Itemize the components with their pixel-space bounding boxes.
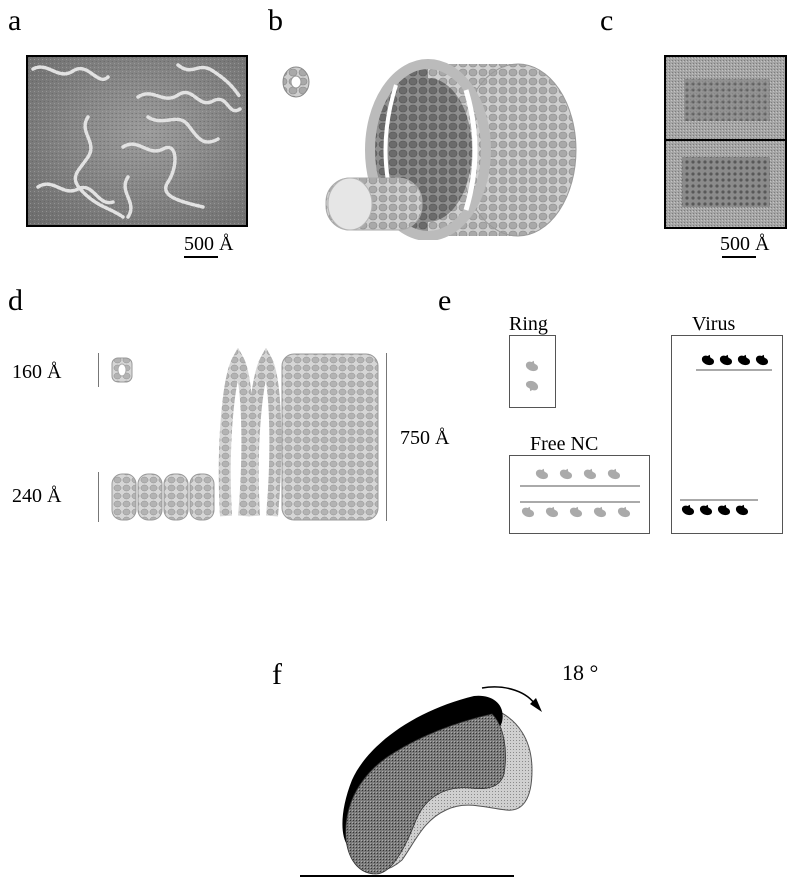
- free-nc-subunits-bottom: [521, 506, 631, 518]
- panel-f-figure: [300, 686, 542, 877]
- micrograph-c-top: [664, 55, 787, 145]
- micrograph-c-bottom: [664, 139, 787, 229]
- scalebar-a-line: [184, 256, 218, 258]
- panel-label-c: c: [600, 4, 614, 37]
- virus-box: [671, 335, 783, 534]
- panel-label-b: b: [268, 4, 283, 37]
- scalebar-c-line: [722, 256, 756, 258]
- ring-box: [509, 335, 556, 408]
- ring-subunits: [525, 360, 539, 392]
- scalebar-c: 500 Å: [720, 234, 769, 254]
- rotation-angle-label: 18 °: [562, 660, 599, 685]
- micrograph-a: [26, 55, 248, 227]
- dimension-bracket-750: [386, 353, 393, 521]
- helix-narrow-turns: [111, 473, 215, 521]
- helix-transition-turns: [218, 348, 282, 517]
- dimension-label-160: 160 Å: [12, 361, 62, 383]
- free-nc-box: [509, 455, 650, 534]
- virus-subunits-top: [701, 354, 769, 366]
- rotation-arrowhead-icon: [530, 698, 542, 712]
- scalebar-c-number: 500: [720, 233, 750, 255]
- dimension-bracket-160: [92, 353, 99, 387]
- helix-cylinder-full: [281, 353, 379, 521]
- box-label-virus: Virus: [692, 313, 736, 335]
- panel-b-figure: [282, 59, 577, 240]
- panel-label-d: d: [8, 284, 23, 317]
- dimension-label-750: 750 Å: [400, 427, 450, 449]
- micrograph-a-image: [28, 57, 246, 225]
- single-ring-model: [282, 66, 310, 98]
- panel-label-a: a: [8, 4, 22, 37]
- box-label-free-nc: Free NC: [530, 433, 599, 455]
- scalebar-a-number: 500: [184, 233, 214, 255]
- micrograph-c-bottom-image: [666, 141, 785, 227]
- panel-label-f: f: [272, 658, 282, 691]
- virus-subunits-bottom: [681, 504, 749, 516]
- box-label-ring: Ring: [509, 313, 548, 335]
- subunit-mid: [345, 713, 506, 875]
- micrograph-c-top-image: [666, 57, 785, 143]
- scalebar-a: 500 Å: [184, 234, 233, 254]
- panel-e-figure: [520, 354, 772, 518]
- scalebar-c-unit: Å: [750, 233, 770, 255]
- panel-d-figure: [111, 348, 379, 521]
- free-nc-subunits-top: [535, 468, 621, 480]
- dimension-label-240: 240 Å: [12, 485, 62, 507]
- dimension-bracket-240: [92, 472, 99, 522]
- panel-label-e: e: [438, 284, 452, 317]
- small-tube-model: [325, 177, 423, 231]
- scalebar-a-unit: Å: [214, 233, 234, 255]
- ring-model-small: [111, 357, 133, 383]
